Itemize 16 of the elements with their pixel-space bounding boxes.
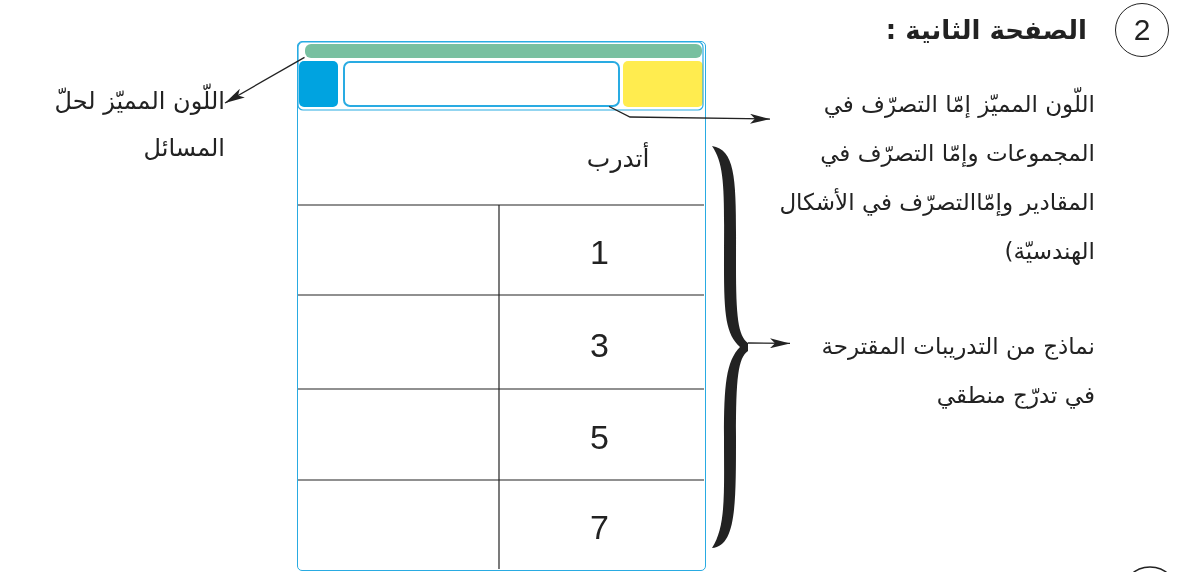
section-heading: أتدرب	[539, 134, 650, 183]
callout-text: اللّون المميّز لحلّ المسائل	[5, 78, 225, 174]
colour-square	[298, 60, 338, 107]
colour-square	[622, 60, 703, 107]
arrow	[224, 56, 306, 104]
callout-text: نماذج من التدريبات المقترحة في تدرّج منطقي	[790, 322, 1095, 420]
row-number: 7	[519, 499, 680, 555]
callout-text: اللّون المميّز إمّا التصرّف في المجموعات وإمّا التصرّف في المقادير وإمّاالتصرّف في الأشكال الهندسيّة)	[770, 80, 1095, 276]
input-field	[342, 60, 620, 107]
colour-bar	[304, 43, 702, 58]
row-number: 3	[519, 317, 680, 373]
arrow	[747, 338, 791, 349]
row-number: 1	[519, 224, 680, 280]
arrow	[608, 105, 771, 124]
row-number: 5	[519, 409, 680, 465]
page-heading: الصفحة الثانية :	[885, 14, 1087, 47]
